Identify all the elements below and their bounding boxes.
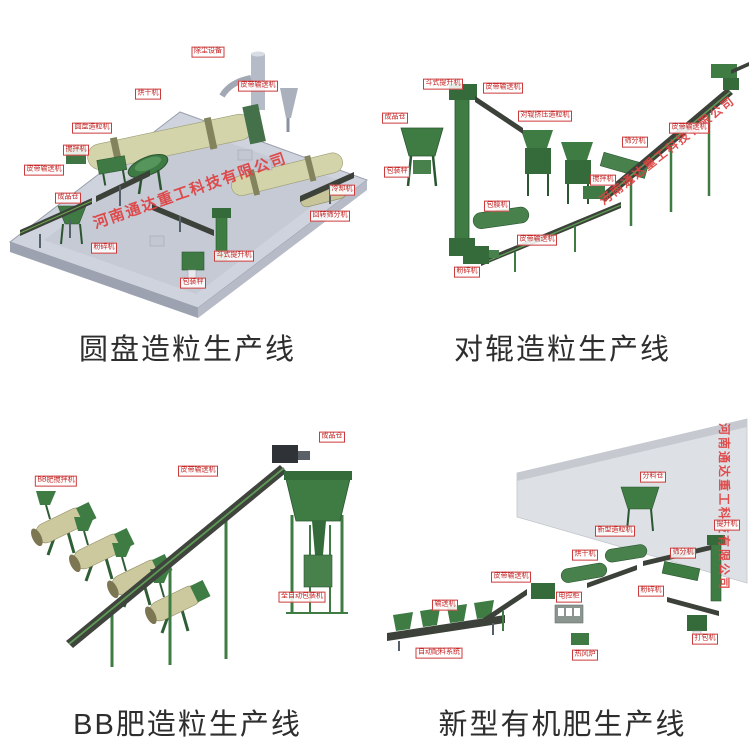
- equipment-label: 包装秤: [180, 277, 206, 289]
- equipment-label: 皮带输送机: [24, 164, 64, 176]
- bb-line-image: BB肥搅拌机 皮带输送机 成品仓 全自动包装机: [0, 375, 375, 693]
- equipment-label: 皮带输送机: [238, 80, 278, 92]
- equipment-label: 筛分机: [622, 136, 648, 148]
- equipment-label: 包膜机: [484, 200, 510, 212]
- bb-line-illustration: [31, 445, 352, 667]
- equipment-label: 成品仓: [55, 192, 81, 204]
- equipment-label: 包装秤: [384, 166, 410, 178]
- equipment-label: 搅拌机: [590, 174, 616, 186]
- control-cabinet: [554, 604, 584, 624]
- figure-caption: BB肥造粒生产线: [73, 708, 302, 741]
- figure-caption: 圆盘造粒生产线: [78, 333, 296, 366]
- roller-line-image: 河南通达重工科技有限公司 斗式提升机 皮带输送机 成品仓 包装秤 对辊挤压造粒机…: [375, 0, 750, 318]
- bagging-machine: [181, 251, 205, 279]
- elevator-right: [707, 535, 725, 602]
- equipment-label: 除尘设备: [191, 46, 225, 58]
- equipment-label: 新型造粒机: [595, 525, 635, 537]
- feed-conveyor: [479, 589, 527, 631]
- dryer-drum: [87, 103, 266, 171]
- cooler-drum: [231, 152, 343, 196]
- equipment-label: 分料仓: [640, 471, 666, 483]
- equipment-label: 烘干机: [572, 549, 598, 561]
- equipment-label: 冷却机: [329, 184, 355, 196]
- figure-organic-line: 河南通达重工科技有限公司 分料仓 皮带输送机 输送机 新型造粒机 烘干机 筛分机…: [375, 375, 750, 750]
- equipment-label: 烘干机: [135, 88, 161, 100]
- equipment-label: 自动配料系统: [415, 647, 463, 659]
- belt-conveyors: [19, 170, 354, 248]
- equipment-label: 斗式提升机: [214, 250, 254, 262]
- organic-line-image: 河南通达重工科技有限公司 分料仓 皮带输送机 输送机 新型造粒机 烘干机 筛分机…: [375, 375, 750, 693]
- figure-caption: 新型有机肥生产线: [438, 708, 687, 741]
- organic-line-illustration: [387, 418, 748, 651]
- equipment-label: 粉碎机: [638, 585, 664, 597]
- bottom-conveyor: [481, 202, 622, 272]
- equipment-label: 输送机: [432, 599, 458, 611]
- hot-blast-stove: [571, 633, 589, 645]
- equipment-label: 成品仓: [382, 112, 408, 124]
- equipment-label: 皮带输送机: [483, 82, 523, 94]
- bb-mixers: [31, 491, 211, 634]
- equipment-label: 对辊挤压造粒机: [518, 110, 572, 122]
- equipment-label: 筛分机: [670, 547, 696, 559]
- equipment-label: 全自动包装机: [278, 591, 326, 603]
- equipment-label: 搅拌机: [63, 144, 89, 156]
- top-screen-machine: [711, 62, 749, 78]
- granulator-group: [531, 544, 648, 599]
- equipment-label: 热风炉: [572, 649, 598, 661]
- figure-disc-line: 河南通达重工科技有限公司 除尘设备 烘干机 皮带输送机 圆盘造粒机 搅拌机 皮带…: [0, 0, 375, 375]
- equipment-label: 斗式提升机: [423, 78, 463, 90]
- figure-bb-line: BB肥搅拌机 皮带输送机 成品仓 全自动包装机 BB肥造粒生产线: [0, 375, 375, 750]
- screener-right: [661, 561, 701, 581]
- equipment-label: 提升机: [714, 519, 740, 531]
- feed-conveyor-top: [475, 96, 523, 134]
- disc-line-illustration: [8, 51, 369, 318]
- equipment-label: 皮带输送机: [178, 465, 218, 477]
- figure-roller-line: 河南通达重工科技有限公司 斗式提升机 皮带输送机 成品仓 包装秤 对辊挤压造粒机…: [375, 0, 750, 375]
- product-silo-platform: [284, 471, 352, 614]
- mixer-small: [583, 186, 605, 199]
- crusher: [463, 246, 499, 264]
- equipment-label: 圆盘造粒机: [72, 122, 112, 134]
- incline-conveyor-main: [599, 78, 739, 226]
- roller-line-illustration: [400, 62, 749, 272]
- figure-caption: 对辊造粒生产线: [453, 333, 671, 366]
- equipment-label: 皮带输送机: [669, 122, 709, 134]
- product-bin: [400, 127, 444, 187]
- equipment-label: 皮带输送机: [491, 571, 531, 583]
- crates: [149, 149, 273, 247]
- equipment-label: 粉碎机: [91, 242, 117, 254]
- roller-granulator-a: [521, 130, 553, 196]
- equipment-label: 成品仓: [319, 431, 345, 443]
- equipment-label: 粉碎机: [454, 266, 480, 278]
- equipment-label: 回转筛分机: [310, 210, 350, 222]
- equipment-label: 电控柜: [556, 591, 582, 603]
- mixer: [96, 155, 128, 186]
- equipment-label: 打包机: [692, 633, 718, 645]
- equipment-label: BB肥搅拌机: [34, 475, 78, 487]
- disc-line-image: 河南通达重工科技有限公司 除尘设备 烘干机 皮带输送机 圆盘造粒机 搅拌机 皮带…: [0, 0, 375, 318]
- watermark: 河南通达重工科技有限公司: [717, 423, 731, 592]
- bucket-elevator: [449, 84, 477, 256]
- incline-conveyor: [66, 445, 310, 667]
- equipment-label: 皮带输送机: [517, 234, 557, 246]
